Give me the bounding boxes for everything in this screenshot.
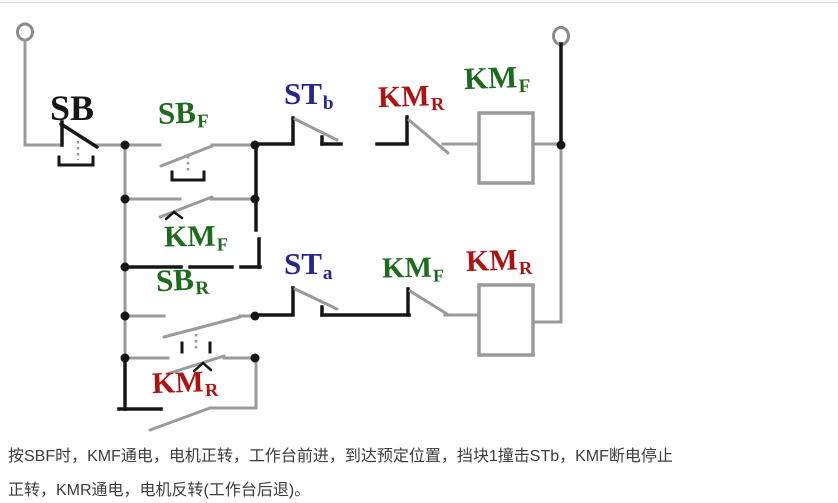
kmr-holding-contact: [123, 354, 254, 376]
control-circuit-schematic: [16, 22, 570, 432]
label-sbr: SBR: [155, 261, 210, 300]
stop-button-sb: [57, 120, 99, 167]
caption-line-1: 按SBF时，KMF通电，电机正转，工作台前进，到达预定位置，挡块1撞击STb，K…: [8, 448, 673, 465]
label-sbf: SBF: [157, 94, 210, 133]
kmf-coil: [477, 111, 560, 185]
label-kmr-holding: KMR: [151, 365, 219, 402]
forward-button-sbf: [126, 143, 252, 182]
kmr-coil: [477, 283, 563, 357]
right-supply-terminal: [552, 26, 570, 46]
kmf-closed-path: [123, 143, 262, 269]
reverse-button-sbr: [123, 314, 254, 354]
kmr-interlock-contact: [405, 115, 481, 155]
supply-rails: [23, 38, 563, 360]
label-kmr-coil: KMR: [465, 243, 533, 280]
junction-dots: [120, 140, 566, 363]
kmf-holding-contact: [123, 195, 254, 221]
limit-switch-sta: [291, 286, 411, 317]
label-kmr-interlock: KMR: [377, 79, 445, 116]
left-supply-terminal: [16, 22, 34, 42]
label-kmf-interlock: KMF: [381, 251, 445, 286]
label-sta: STa: [284, 246, 333, 285]
kmf-interlock-contact: [406, 287, 481, 317]
label-kmf-holding: KMF: [163, 219, 229, 256]
kmr-open-contact-branch: [117, 356, 258, 432]
label-sb: SB: [50, 88, 95, 128]
caption: 按SBF时，KMF通电，电机正转，工作台前进，到达预定位置，挡块1撞击STb，K…: [8, 440, 828, 503]
label-kmf-coil: KMF: [463, 59, 531, 98]
caption-line-2: 正转，KMR通电，电机反转(工作台后退)。: [8, 482, 311, 499]
page-divider: [0, 2, 838, 3]
label-stb: STb: [284, 76, 334, 115]
limit-switch-stb: [291, 116, 409, 146]
